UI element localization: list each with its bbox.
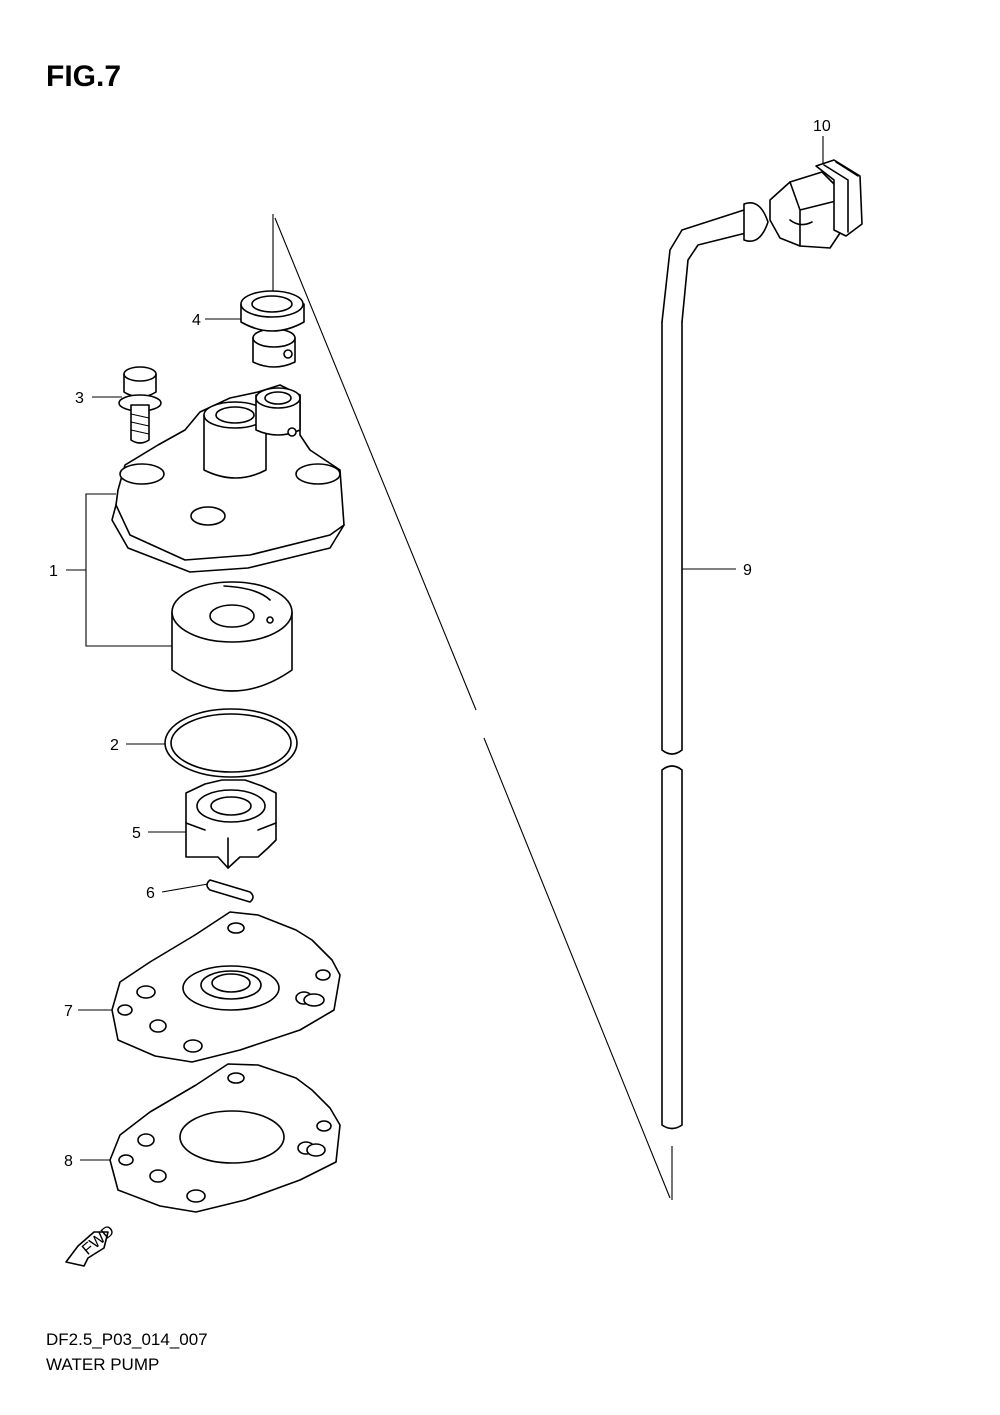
callout-2: 2 xyxy=(110,737,119,754)
callout-8: 8 xyxy=(64,1153,73,1170)
callout-6: 6 xyxy=(146,885,155,902)
callout-7: 7 xyxy=(64,1003,73,1020)
part-9-water-hose xyxy=(661,202,769,1130)
figure-title: FIG.7 xyxy=(46,60,122,93)
figure-subtitle: WATER PUMP xyxy=(46,1355,160,1374)
figure-code: DF2.5_P03_014_007 xyxy=(46,1330,208,1349)
fwd-label: FWD xyxy=(79,1222,118,1258)
part-4-sleeve xyxy=(240,290,305,368)
callout-labels: 4 3 1 2 5 6 7 8 9 10 xyxy=(49,118,831,1170)
part-8-gasket xyxy=(109,1063,341,1213)
callout-5: 5 xyxy=(132,825,141,842)
callout-3: 3 xyxy=(75,390,84,407)
fwd-arrow: FWD xyxy=(65,1222,118,1267)
part-1-pump-case xyxy=(111,384,345,573)
part-7-pump-plate xyxy=(111,911,341,1063)
callout-9: 9 xyxy=(743,562,752,579)
part-5-impeller xyxy=(185,779,277,869)
callout-1: 1 xyxy=(49,563,58,580)
part-6-key-pin xyxy=(206,879,254,903)
part-1-pump-liner xyxy=(171,581,293,692)
part-3-bolt xyxy=(118,366,162,444)
leader-lines xyxy=(66,136,824,1161)
assembly-guide-line xyxy=(272,214,673,1200)
callout-10: 10 xyxy=(813,118,831,135)
callout-4: 4 xyxy=(192,312,201,329)
part-2-o-ring xyxy=(164,708,298,778)
part-10-grommet xyxy=(769,159,863,249)
